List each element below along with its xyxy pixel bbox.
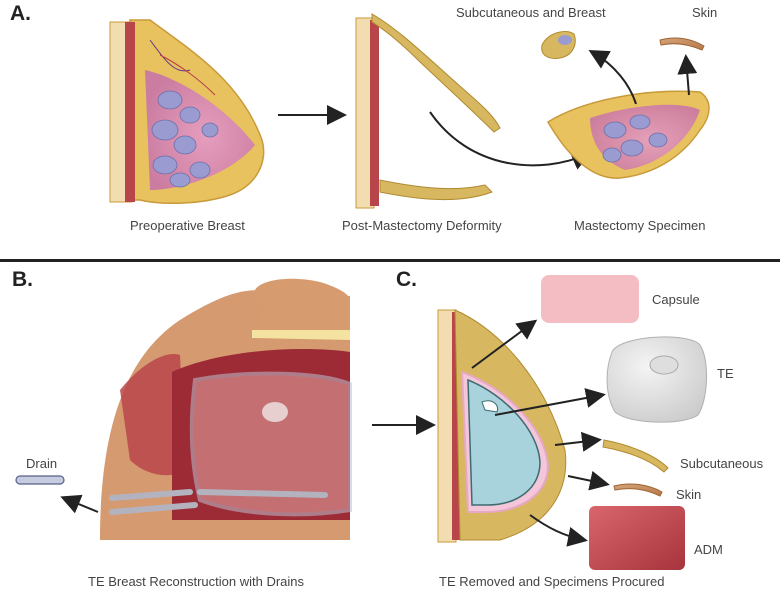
label-capsule: Capsule: [652, 292, 700, 307]
skin-specimen-a-icon: [659, 37, 705, 51]
label-skin-c: Skin: [676, 487, 702, 502]
arrow-to-adm: [529, 514, 588, 547]
subcutaneous-breast-specimen-icon: [541, 31, 576, 59]
label-adm: ADM: [694, 542, 723, 557]
capsule-specimen-icon: [541, 275, 639, 323]
panel-a-letter: A.: [10, 2, 31, 25]
panel-c-letter: C.: [396, 268, 417, 291]
caption-reconstruction: TE Breast Reconstruction with Drains: [88, 574, 305, 589]
panel-divider: [0, 259, 780, 262]
tissue-expander-icon: [606, 336, 708, 423]
post-mastectomy-illustration: [355, 13, 501, 209]
caption-post-mastectomy: Post-Mastectomy Deformity: [342, 218, 502, 233]
label-subcutaneous: Subcutaneous: [680, 456, 764, 471]
preoperative-breast-illustration: [109, 19, 265, 205]
panel-b-letter: B.: [12, 268, 33, 291]
te-crosssection-illustration: [437, 309, 567, 543]
caption-specimen: Mastectomy Specimen: [574, 218, 706, 233]
label-te: TE: [717, 366, 734, 381]
arrow-to-subcutaneous: [554, 431, 602, 452]
mastectomy-specimen-illustration: [546, 90, 710, 179]
arrow-to-skin-c: [567, 470, 610, 491]
label-skin-a: Skin: [692, 5, 718, 20]
drain-icon: [15, 475, 65, 485]
skin-specimen-c-icon: [613, 483, 663, 497]
label-drain: Drain: [26, 456, 58, 471]
arrow-to-capsule: [471, 319, 538, 369]
caption-te-removed: TE Removed and Specimens Procured: [439, 574, 665, 589]
arrow-post-to-specimen: [429, 111, 592, 170]
arrow-to-skin-a: [677, 54, 698, 96]
arrow-to-te: [494, 388, 606, 416]
arrow-to-subcutaneous-breast: [588, 50, 637, 105]
subcutaneous-specimen-icon: [602, 439, 669, 473]
arrow-to-drain: [60, 494, 99, 514]
chest-reconstruction-illustration: [100, 278, 352, 540]
caption-preoperative: Preoperative Breast: [130, 218, 245, 233]
label-subcutaneous-breast: Subcutaneous and Breast: [456, 5, 606, 20]
adm-specimen-icon: [589, 506, 685, 570]
